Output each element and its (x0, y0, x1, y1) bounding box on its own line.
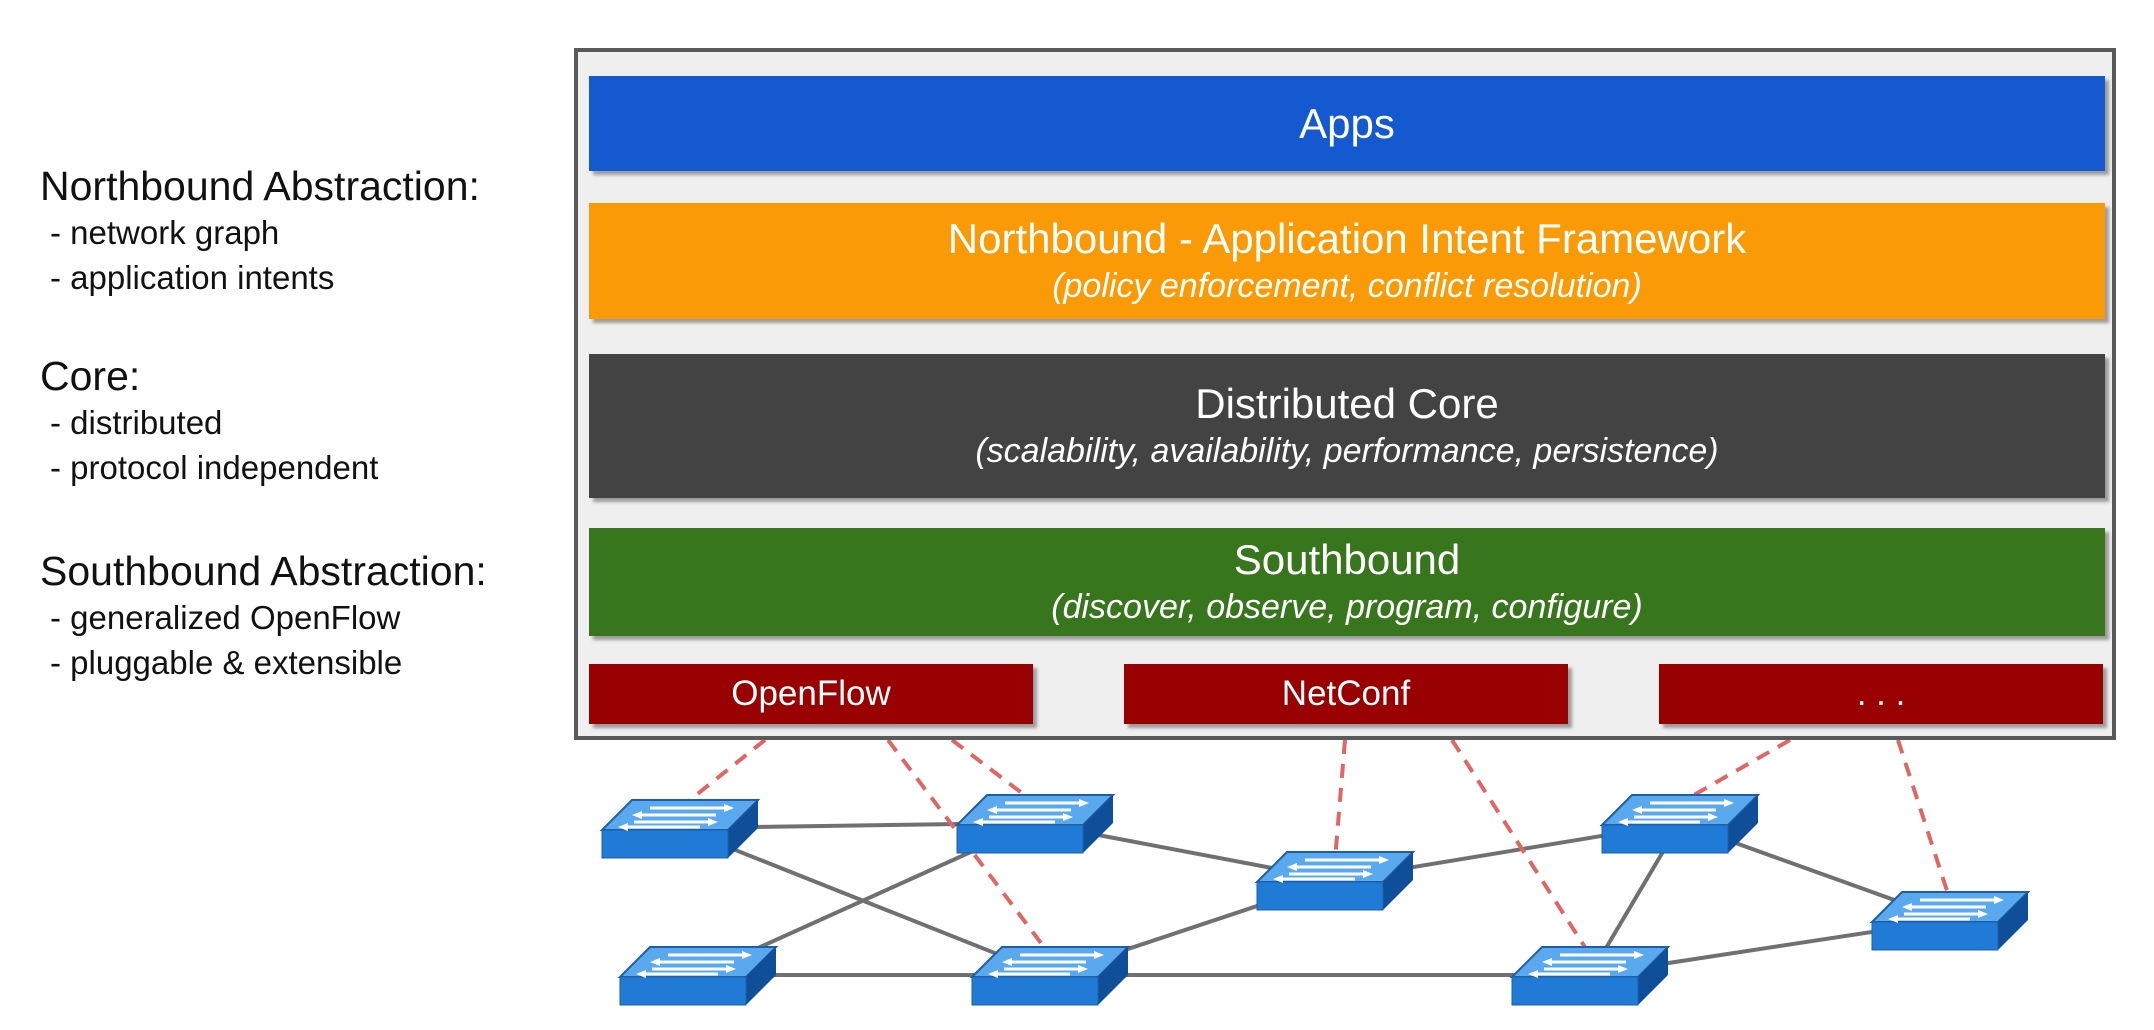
annotation-item: - distributed (50, 404, 223, 441)
annotation-core: Core: - distributed - protocol independe… (40, 352, 378, 490)
apps-layer-title: Apps (1299, 99, 1395, 147)
network-switch-icon (1869, 891, 2031, 951)
northbound-layer: Northbound - Application Intent Framewor… (589, 203, 2105, 319)
control-link (678, 738, 767, 810)
network-switch-icon (1509, 946, 1671, 1006)
annotation-item: - network graph (50, 214, 280, 251)
annotation-heading: Northbound Abstraction: (40, 163, 480, 209)
core-layer-subtitle: (scalability, availability, performance,… (975, 432, 1719, 470)
controller-stack: Apps Northbound - Application Intent Fra… (574, 48, 2116, 740)
annotation-southbound: Southbound Abstraction: - generalized Op… (40, 547, 487, 685)
northbound-layer-subtitle: (policy enforcement, conflict resolution… (1052, 267, 1642, 305)
core-layer: Distributed Core (scalability, availabil… (589, 354, 2105, 498)
control-link (1679, 738, 1791, 805)
control-link (1896, 739, 1952, 901)
annotation-heading: Core: (40, 353, 141, 399)
network-switch-icon (969, 946, 1131, 1006)
southbound-layer: Southbound (discover, observe, program, … (589, 528, 2105, 636)
annotation-item: - pluggable & extensible (50, 644, 403, 681)
protocol-openflow: OpenFlow (589, 664, 1033, 724)
network-switch-icon (1254, 851, 1416, 911)
northbound-layer-title: Northbound - Application Intent Framewor… (947, 215, 1747, 262)
annotation-heading: Southbound Abstraction: (40, 548, 487, 594)
southbound-layer-subtitle: (discover, observe, program, configure) (1051, 588, 1643, 626)
annotation-item: - generalized OpenFlow (50, 599, 401, 636)
annotation-northbound: Northbound Abstraction: - network graph … (40, 162, 480, 300)
control-link (950, 738, 1037, 805)
southbound-layer-title: Southbound (1233, 536, 1461, 583)
protocol-netconf: NetConf (1124, 664, 1568, 724)
control-link (1450, 738, 1592, 957)
network-switch-icon (1599, 794, 1761, 854)
switch-group (599, 794, 2031, 1006)
network-switch-icon (617, 946, 779, 1006)
annotation-item: - protocol independent (50, 449, 379, 486)
network-switch-icon (599, 799, 761, 859)
core-layer-title: Distributed Core (1195, 380, 1499, 427)
control-link (1333, 739, 1347, 861)
control-link (886, 738, 1052, 957)
protocol-more: . . . (1659, 664, 2103, 724)
annotation-item: - application intents (50, 259, 335, 296)
network-switch-icon (954, 794, 1116, 854)
apps-layer: Apps (589, 76, 2105, 171)
